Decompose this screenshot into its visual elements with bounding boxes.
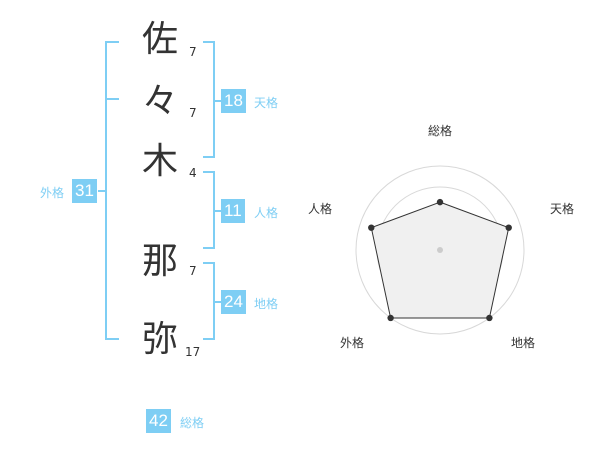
- soukaku-label: 総格: [180, 416, 205, 430]
- name-char-1: 佐: [141, 19, 178, 60]
- chikaku-bracket-stub: [213, 301, 221, 303]
- tenkaku-value: 18: [221, 89, 246, 113]
- jinkaku-bracket-tick: [203, 171, 215, 173]
- gaikaku-label: 外格: [40, 186, 65, 200]
- radar-label-soukaku: 総格: [428, 124, 453, 138]
- name-char-4: 那: [141, 241, 178, 282]
- chikaku-label: 地格: [254, 297, 279, 311]
- jinkaku-bracket-tick: [203, 247, 215, 249]
- outer-bracket-tick: [105, 338, 119, 340]
- jinkaku-bracket-stub: [213, 210, 221, 212]
- radar-label-gaikaku: 外格: [340, 336, 365, 350]
- radar-point-gaikaku: [387, 314, 394, 322]
- outer-bracket-tick: [105, 98, 119, 100]
- outer-bracket-stub: [98, 190, 106, 192]
- soukaku-value: 42: [146, 409, 171, 433]
- jinkaku-label: 人格: [254, 206, 279, 220]
- stroke-count-4: 7: [189, 264, 197, 278]
- name-char-5: 弥: [141, 319, 178, 360]
- tenkaku-bracket-tick: [203, 156, 215, 158]
- chikaku-bracket-tick: [203, 338, 215, 340]
- stroke-count-1: 7: [189, 45, 197, 59]
- stroke-count-3: 4: [189, 166, 197, 180]
- fortune-radar-chart: [355, 165, 525, 335]
- outer-bracket-tick: [105, 41, 119, 43]
- radar-point-tenkaku: [505, 224, 512, 231]
- tenkaku-bracket-tick: [203, 41, 215, 43]
- chikaku-bracket-tick: [203, 262, 215, 264]
- outer-bracket-vertical: [105, 41, 107, 340]
- name-char-2: 々: [141, 81, 178, 122]
- radar-points: [368, 198, 512, 322]
- tenkaku-bracket-stub: [213, 100, 221, 102]
- chikaku-value: 24: [221, 290, 246, 314]
- radar-polygon: [370, 201, 510, 319]
- radar-point-chikaku: [486, 314, 493, 322]
- radar-point-soukaku: [436, 198, 444, 206]
- jinkaku-value: 11: [221, 199, 245, 223]
- gaikaku-value: 31: [72, 179, 97, 203]
- radar-ring: [355, 165, 525, 335]
- stroke-count-2: 7: [189, 106, 197, 120]
- stroke-count-5: 17: [185, 345, 201, 359]
- radar-point-jinkaku: [368, 224, 375, 231]
- tenkaku-label: 天格: [254, 96, 279, 110]
- tenkaku-bracket: [213, 41, 215, 158]
- radar-label-tenkaku: 天格: [550, 202, 575, 216]
- radar-label-jinkaku: 人格: [308, 202, 333, 216]
- radar-center-dot: [437, 247, 443, 253]
- radar-label-chikaku: 地格: [511, 336, 536, 350]
- name-char-3: 木: [141, 141, 178, 182]
